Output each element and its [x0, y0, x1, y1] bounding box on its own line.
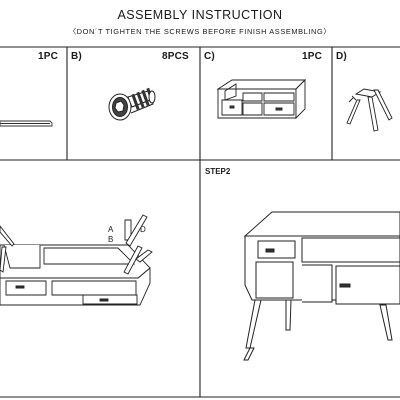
step2-title: STEP2	[205, 167, 231, 176]
part-d-letter: D)	[336, 51, 347, 62]
page-title: ASSEMBLY INSTRUCTION	[117, 8, 283, 22]
step1-label-b: B	[108, 235, 114, 244]
part-a-qty: 1PC	[38, 51, 59, 62]
step1-label-a: A	[108, 225, 114, 234]
part-c-qty: 1PC	[302, 51, 323, 62]
part-c-letter: C)	[204, 51, 215, 62]
step1-label-d: D	[140, 225, 146, 234]
part-b-letter: B)	[71, 51, 82, 62]
page-subtitle: 〈DON´T TIGHTEN THE SCREWS BEFORE FINISH …	[68, 27, 332, 36]
part-b-qty: 8PCS	[162, 51, 189, 62]
